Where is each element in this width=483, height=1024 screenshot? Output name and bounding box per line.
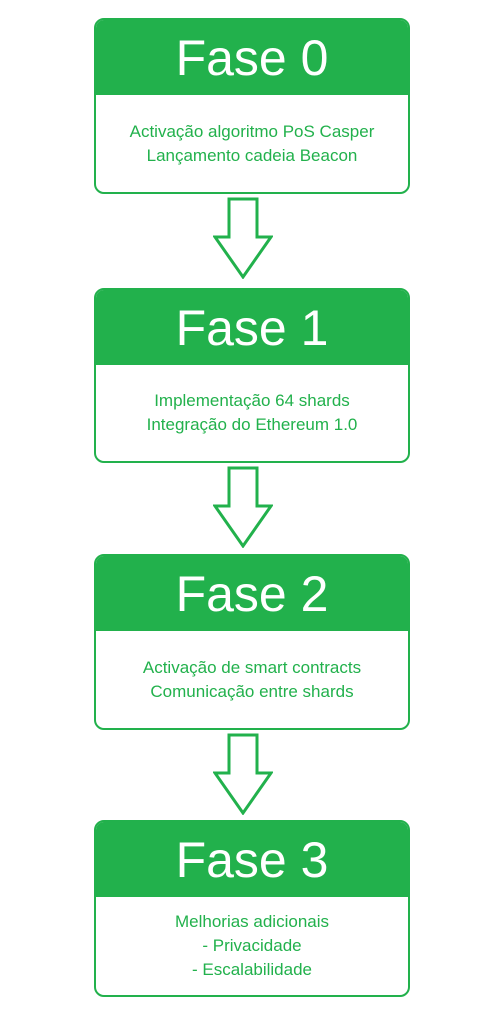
phase-1-title: Fase 1	[96, 290, 408, 365]
phase-1-line-1: Implementação 64 shards	[154, 391, 350, 410]
phase-3-box: Fase 3 Melhorias adicionais - Privacidad…	[94, 820, 410, 997]
phase-1-box: Fase 1 Implementação 64 shards Integraçã…	[94, 288, 410, 463]
phase-3-line-1: Melhorias adicionais	[174, 912, 330, 931]
phase-2-line-2: Comunicação entre shards	[150, 681, 354, 701]
phase-2-description: Activação de smart contracts Comunicação…	[96, 631, 408, 728]
phase-0-line-1: Activação algoritmo PoS Casper	[129, 121, 375, 141]
down-arrow-icon	[213, 197, 273, 279]
phase-2-title: Fase 2	[96, 556, 408, 631]
phase-1-line-2: Integração do Ethereum 1.0	[146, 415, 358, 434]
phase-3-line-2: - Privacidade	[202, 936, 302, 955]
phase-0-line-2: Lançamento cadeia Beacon	[146, 145, 358, 165]
phase-3-title: Fase 3	[96, 822, 408, 897]
phase-2-box: Fase 2 Activação de smart contracts Comu…	[94, 554, 410, 730]
phase-0-description: Activação algoritmo PoS Casper Lançament…	[96, 95, 408, 192]
phase-2-line-1: Activação de smart contracts	[142, 657, 362, 677]
phase-3-line-3: - Escalabilidade	[191, 960, 312, 979]
phase-0-box: Fase 0 Activação algoritmo PoS Casper La…	[94, 18, 410, 194]
down-arrow-icon	[213, 466, 273, 548]
phase-0-title: Fase 0	[96, 20, 408, 95]
phase-3-description: Melhorias adicionais - Privacidade - Esc…	[96, 897, 408, 995]
down-arrow-icon	[213, 733, 273, 815]
phase-1-description: Implementação 64 shards Integração do Et…	[96, 365, 408, 461]
